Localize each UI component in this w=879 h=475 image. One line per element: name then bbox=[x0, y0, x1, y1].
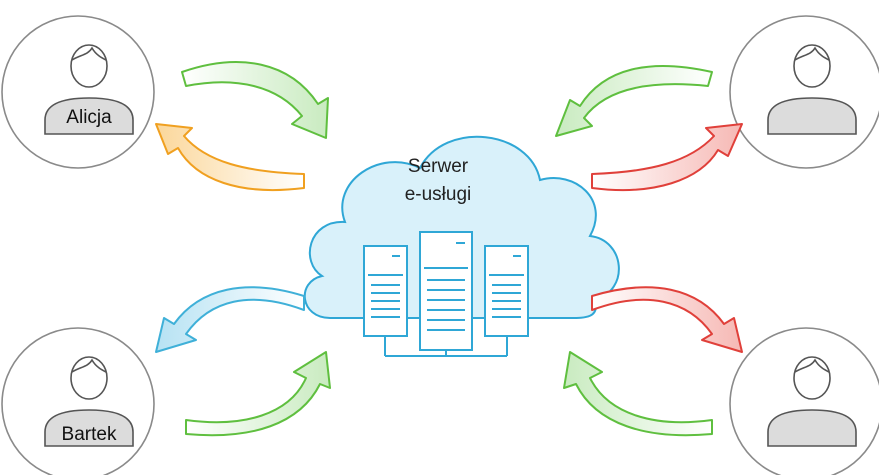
arrow-server-to-bartek bbox=[155, 286, 305, 353]
user-circle bbox=[729, 327, 879, 475]
user-top-right bbox=[729, 15, 879, 169]
user-bartek: Bartek bbox=[1, 327, 155, 475]
arrow-user-top-right-to-server bbox=[555, 65, 713, 137]
user-alicja: Alicja bbox=[1, 15, 155, 169]
server-title-line2: e-usługi bbox=[405, 184, 472, 205]
user-name-alicja: Alicja bbox=[66, 107, 112, 128]
arrow-user-bottom-right-to-server bbox=[563, 351, 713, 437]
arrow-server-to-user-bottom-right bbox=[591, 286, 743, 353]
server-icon-center bbox=[419, 231, 473, 351]
server-rack bbox=[363, 231, 529, 357]
user-circle bbox=[1, 15, 155, 169]
server-title-line1: Serwer bbox=[408, 156, 469, 177]
arrow-alicja-to-server bbox=[181, 61, 329, 139]
user-avatar-icon bbox=[44, 356, 134, 447]
user-bottom-right bbox=[729, 327, 879, 475]
user-circle bbox=[729, 15, 879, 169]
arrow-server-to-user-top-right bbox=[591, 123, 743, 192]
user-name-bartek: Bartek bbox=[62, 424, 117, 445]
server-icon-right bbox=[484, 245, 529, 337]
user-circle bbox=[1, 327, 155, 475]
user-avatar-icon bbox=[767, 356, 857, 447]
server-icon-left bbox=[363, 245, 408, 337]
user-avatar-icon bbox=[767, 44, 857, 135]
user-avatar-icon bbox=[44, 44, 134, 135]
server-connector bbox=[384, 336, 508, 357]
arrow-bartek-to-server bbox=[185, 351, 331, 437]
arrow-server-to-alicja bbox=[155, 123, 305, 192]
